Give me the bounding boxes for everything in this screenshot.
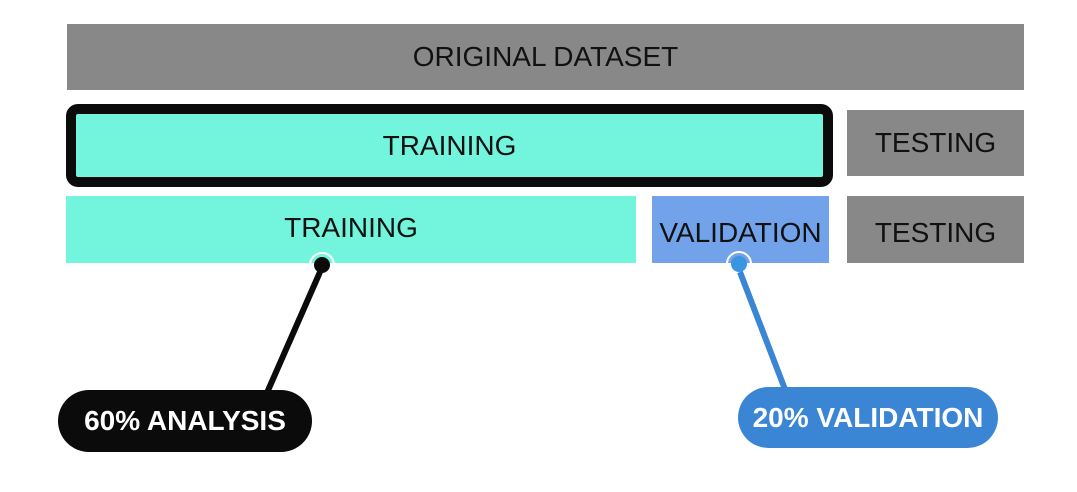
training-split-block: TRAINING <box>66 196 636 263</box>
testing-label: TESTING <box>874 127 997 158</box>
validation-callout-label: 20% VALIDATION <box>752 401 984 433</box>
testing-block: TESTING <box>847 110 1024 176</box>
analysis-callout-label: 60% ANALYSIS <box>84 405 286 436</box>
testing-split-block: TESTING <box>847 196 1024 263</box>
analysis-connector-line <box>263 270 323 397</box>
training-split-label: TRAINING <box>284 212 418 243</box>
validation-connector-line <box>737 270 789 394</box>
validation-label: VALIDATION <box>659 216 822 248</box>
testing-split-label: TESTING <box>874 216 997 248</box>
analysis-pin-ring <box>309 252 335 278</box>
analysis-pin-dot <box>314 257 330 273</box>
validation-callout: 20% VALIDATION <box>738 387 998 448</box>
training-block-highlighted: TRAINING <box>66 104 833 187</box>
original-dataset-label: ORIGINAL DATASET <box>412 41 679 72</box>
training-label: TRAINING <box>382 129 517 161</box>
analysis-callout: 60% ANALYSIS <box>58 390 312 452</box>
validation-pin-dot <box>731 256 747 272</box>
original-dataset-block: ORIGINAL DATASET <box>67 24 1024 90</box>
